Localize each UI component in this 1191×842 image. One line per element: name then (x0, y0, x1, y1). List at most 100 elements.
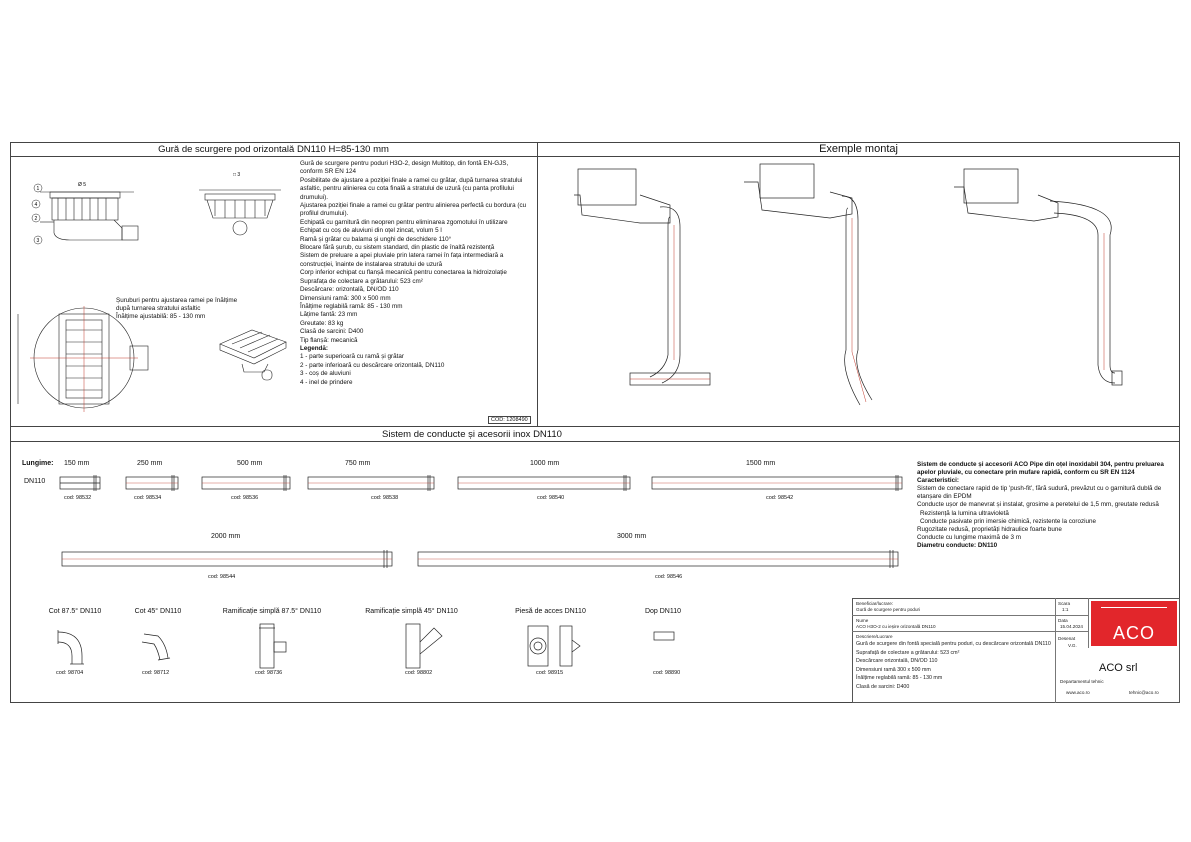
pipe-length: 750 mm (345, 460, 371, 467)
legend-item: 1 - parte superioară cu ramă și grătar (300, 353, 404, 361)
drain-description: Gură de scurgere pentru poduri H3O-2, de… (300, 160, 532, 387)
name-value: ACO H3O-2 cu ieșire orizontală DN110 (856, 624, 936, 629)
info-line: Conducte ușor de manevrat și instalat, g… (917, 501, 1159, 509)
description-line: Sistem de preluare a apei pluviale prin … (300, 252, 504, 268)
drain-plan-view (17, 306, 149, 412)
logo-text: ACO (1112, 623, 1155, 643)
tb-description: Gură de scurgere din fontă specială pent… (856, 640, 1051, 691)
pipe-250 (125, 475, 179, 491)
description-line: Greutate: 83 kg (300, 319, 344, 327)
description-line: Înălțime reglabilă ramă: 85 - 130 mm (300, 302, 403, 310)
info-line: Diametru conducte: DN110 (917, 541, 998, 549)
website-link[interactable]: www.aco.ro (1066, 690, 1090, 695)
description-line: Corp inferior echipat cu flanșă mecanică… (300, 269, 507, 277)
pipe-code: cod: 98544 (208, 574, 236, 580)
info-line: Conducte pasivate prin imersie chimică, … (920, 517, 1097, 525)
info-line: Rezistență la lumina ultravioletă (920, 509, 1009, 517)
beneficiary-label: Beneficiar/lucrare: (856, 601, 894, 606)
pipe-length: 150 mm (64, 460, 90, 467)
fitting-title: Piesă de acces DN110 (515, 608, 586, 615)
description-line: Suprafața de colectare a grătarului: 523… (300, 277, 423, 285)
fitting-code: cod: 98736 (255, 670, 283, 676)
pipe-750 (307, 475, 435, 491)
tb-desc-line: Gură de scurgere din fontă specială pent… (856, 641, 1051, 647)
subtitle-row-divider (10, 441, 1180, 442)
description-line: Echipat cu coș de aluviuni din oțel zinc… (300, 227, 442, 235)
pipe-code: cod: 98538 (371, 495, 399, 501)
pipe-1000 (457, 475, 631, 491)
legend-item: 4 - inel de prindere (300, 378, 353, 386)
description-line: Echipată cu garnitură din neopren pentru… (300, 218, 508, 226)
tb-divider (1055, 598, 1056, 703)
tb-desc-line: Descărcare orizontală, DN/OD 110 (856, 658, 938, 664)
pipe-150 (59, 475, 101, 491)
pipe-length: 1500 mm (746, 460, 776, 467)
fitting-code: cod: 98915 (536, 670, 564, 676)
fitting-code: cod: 98704 (56, 670, 84, 676)
description-line: Descărcare: orizontală, DN/OD 110 (300, 286, 399, 294)
info-line: Sistem de conectare rapid de tip 'push-f… (917, 485, 1162, 501)
description-line: Dimensiuni ramă: 300 x 500 mm (300, 294, 391, 302)
pipe-code: cod: 98540 (537, 495, 565, 501)
pipe-code: cod: 98536 (231, 495, 259, 501)
side-dimension: □ 3 (233, 172, 240, 178)
fitting-code: cod: 98802 (405, 670, 433, 676)
access-piece-fitting (527, 625, 581, 667)
pipe-1500 (651, 475, 903, 491)
section-divider-vertical (537, 142, 538, 426)
description-line: Clasă de sarcini: D400 (300, 328, 364, 336)
pipe-code: cod: 98546 (655, 574, 683, 580)
fitting-code: cod: 98712 (142, 670, 170, 676)
drain-side-view: 1 4 2 3 Ø 5 (31, 182, 139, 245)
install-example-3 (954, 168, 1123, 386)
dn-label: DN110 (24, 478, 46, 485)
callout-3: 3 (37, 238, 40, 244)
email-link[interactable]: tehnic@aco.ro (1129, 690, 1159, 695)
pipe-length: 1000 mm (530, 460, 560, 467)
aco-logo: ACO (1091, 601, 1177, 646)
name-label: Nume (856, 618, 869, 623)
fitting-code: cod: 98890 (653, 670, 681, 676)
date-label: Data (1058, 618, 1068, 623)
drain-3d-view (219, 329, 287, 381)
length-row-label: Lungime: (22, 460, 54, 467)
elbow-87-fitting (57, 630, 84, 665)
tb-divider (852, 615, 1088, 616)
section-divider-horizontal (10, 426, 1180, 427)
description-line: Gură de scurgere pentru poduri H3O-2, de… (300, 160, 509, 176)
branch-87-fitting (259, 623, 287, 669)
info-line: Conducte cu lungime maximă de 3 m (917, 533, 1021, 541)
end-cap-fitting (653, 631, 675, 641)
pipe-length: 3000 mm (617, 533, 647, 540)
screws-note-line: Înălțime ajustabilă: 85 - 130 mm (116, 313, 206, 320)
callout-1: 1 (37, 186, 40, 192)
fitting-title: Ramificație simplă 45° DN110 (365, 608, 458, 615)
company-name: ACO srl (1099, 662, 1138, 674)
legend-item: 2 - parte inferioară cu descărcare orizo… (300, 361, 445, 369)
department: Departamentul tehnic (1060, 679, 1104, 684)
callout-2: 2 (35, 216, 38, 222)
install-example-2 (744, 163, 873, 406)
install-example-1 (574, 168, 711, 386)
pipe-length: 500 mm (237, 460, 263, 467)
tb-divider (1088, 598, 1089, 648)
info-line: Rugozitate redusă, proprietăți hidraulic… (917, 525, 1062, 533)
description-line: Tip flanșă: mecanică (300, 336, 358, 344)
info-line: Caracteristici: (917, 477, 959, 485)
title-block (852, 598, 1180, 703)
title-row-divider (10, 156, 1180, 157)
description-label: Descriere/Lucrare (856, 634, 893, 639)
legend-item: 3 - coș de aluviuni (300, 370, 351, 378)
fitting-title: Dop DN110 (644, 608, 682, 615)
drain-front-view: □ 3 (199, 172, 281, 236)
section-title-drain: Gură de scurgere pod orizontală DN110 H=… (158, 144, 389, 155)
callout-4: 4 (35, 202, 38, 208)
pipe-length: 2000 mm (211, 533, 241, 540)
pipe-code: cod: 98534 (134, 495, 162, 501)
drawn-value: V.G. (1068, 643, 1077, 648)
beneficiary-value: Gură de scurgere pentru poduri (856, 607, 921, 612)
section-title-installation: Exemple montaj (819, 143, 898, 155)
pipe-system-info: Sistem de conducte și accesorii ACO Pipe… (917, 461, 1179, 550)
scale-value: 1:1 (1062, 607, 1069, 612)
description-line: Lățime fantă: 23 mm (300, 311, 358, 319)
